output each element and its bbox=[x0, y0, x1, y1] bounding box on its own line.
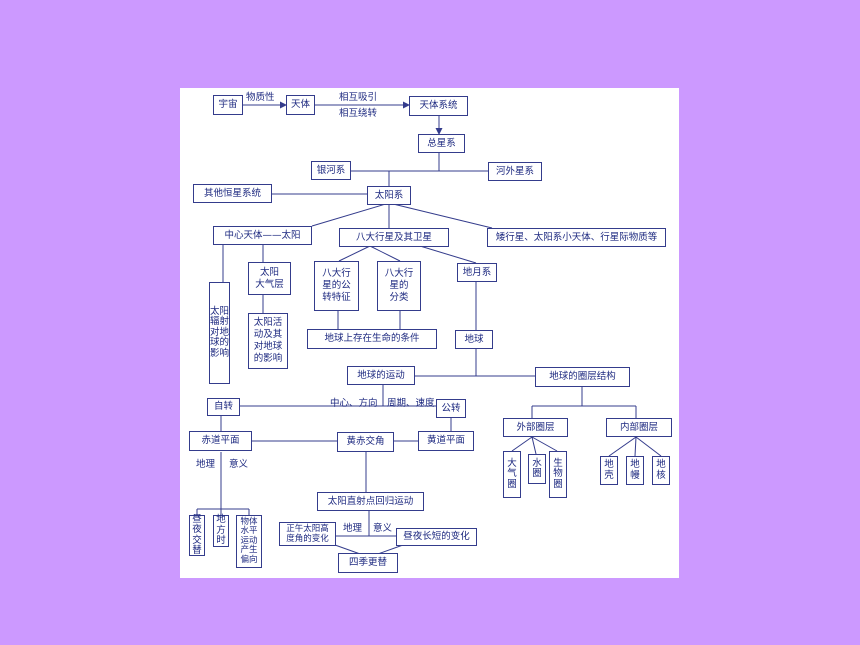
node-four-seasons: 四季更替 bbox=[338, 553, 398, 573]
node-inner-spheres: 内部圈层 bbox=[606, 418, 672, 437]
node-core: 地核 bbox=[652, 456, 670, 485]
node-rotation: 自转 bbox=[207, 398, 240, 416]
node-universe: 宇宙 bbox=[213, 95, 243, 115]
node-day-night: 昼夜交替 bbox=[189, 514, 205, 556]
node-earth-moon-system: 地月系 bbox=[457, 263, 497, 282]
node-earth: 地球 bbox=[455, 330, 493, 349]
node-solar-system: 太阳系 bbox=[367, 186, 411, 205]
node-extragalactic: 河外星系 bbox=[488, 162, 542, 181]
node-subsolar-migration: 太阳直射点回归运动 bbox=[317, 492, 424, 511]
node-celestial-system: 天体系统 bbox=[409, 96, 468, 116]
node-atmosphere: 大气圈 bbox=[503, 451, 521, 498]
node-local-time: 地方时 bbox=[213, 515, 229, 547]
label-material: 物质性 bbox=[246, 92, 275, 103]
node-earth-spheres: 地球的圈层结构 bbox=[535, 367, 630, 387]
label-mutual-attraction: 相互吸引 bbox=[339, 92, 378, 103]
node-obliquity: 黄赤交角 bbox=[337, 432, 394, 452]
node-solar-atmosphere: 太阳 大气层 bbox=[248, 262, 291, 295]
node-planet-classification: 八大行 星的 分类 bbox=[377, 261, 421, 311]
node-dwarf-planets: 矮行星、太阳系小天体、行星际物质等 bbox=[487, 228, 666, 247]
node-outer-spheres: 外部圈层 bbox=[503, 418, 568, 437]
node-other-star-systems: 其他恒星系统 bbox=[193, 184, 272, 203]
node-earth-motion: 地球的运动 bbox=[347, 366, 415, 385]
node-deflection: 物体水平运动产生偏向 bbox=[236, 515, 262, 568]
label-period-speed: 周期、速度 bbox=[387, 398, 435, 409]
node-total-galaxy: 总星系 bbox=[418, 134, 465, 153]
node-orbital-features: 八大行 星的公 转特征 bbox=[314, 261, 359, 311]
node-noon-sun-angle: 正午太阳高 度角的变化 bbox=[279, 522, 336, 546]
node-biosphere: 生物圈 bbox=[549, 451, 567, 498]
label-significance-2: 意义 bbox=[373, 523, 393, 534]
label-mutual-revolution: 相互绕转 bbox=[339, 108, 378, 119]
node-central-body-sun: 中心天体——太阳 bbox=[213, 226, 312, 245]
label-significance-1: 意义 bbox=[229, 459, 249, 470]
node-crust: 地壳 bbox=[600, 456, 618, 485]
node-milky-way: 银河系 bbox=[311, 161, 351, 180]
node-celestial-body: 天体 bbox=[286, 95, 315, 115]
label-geography-2: 地理 bbox=[343, 523, 363, 534]
node-hydrosphere: 水圈 bbox=[528, 454, 546, 484]
node-ecliptic-plane: 黄道平面 bbox=[418, 431, 474, 451]
node-eight-planets: 八大行星及其卫星 bbox=[339, 228, 449, 247]
node-life-conditions: 地球上存在生命的条件 bbox=[307, 329, 437, 349]
node-day-length: 昼夜长短的变化 bbox=[396, 528, 477, 546]
label-geography-1: 地理 bbox=[196, 459, 216, 470]
node-mantle: 地幔 bbox=[626, 456, 644, 485]
node-revolution: 公转 bbox=[436, 399, 466, 418]
label-center-direction: 中心、方向 bbox=[330, 398, 378, 409]
node-solar-radiation: 太阳辐射对地球的影响 bbox=[209, 282, 230, 384]
node-solar-activity: 太阳活 动及其 对地球 的影响 bbox=[248, 313, 288, 369]
node-equatorial-plane: 赤道平面 bbox=[189, 431, 252, 451]
